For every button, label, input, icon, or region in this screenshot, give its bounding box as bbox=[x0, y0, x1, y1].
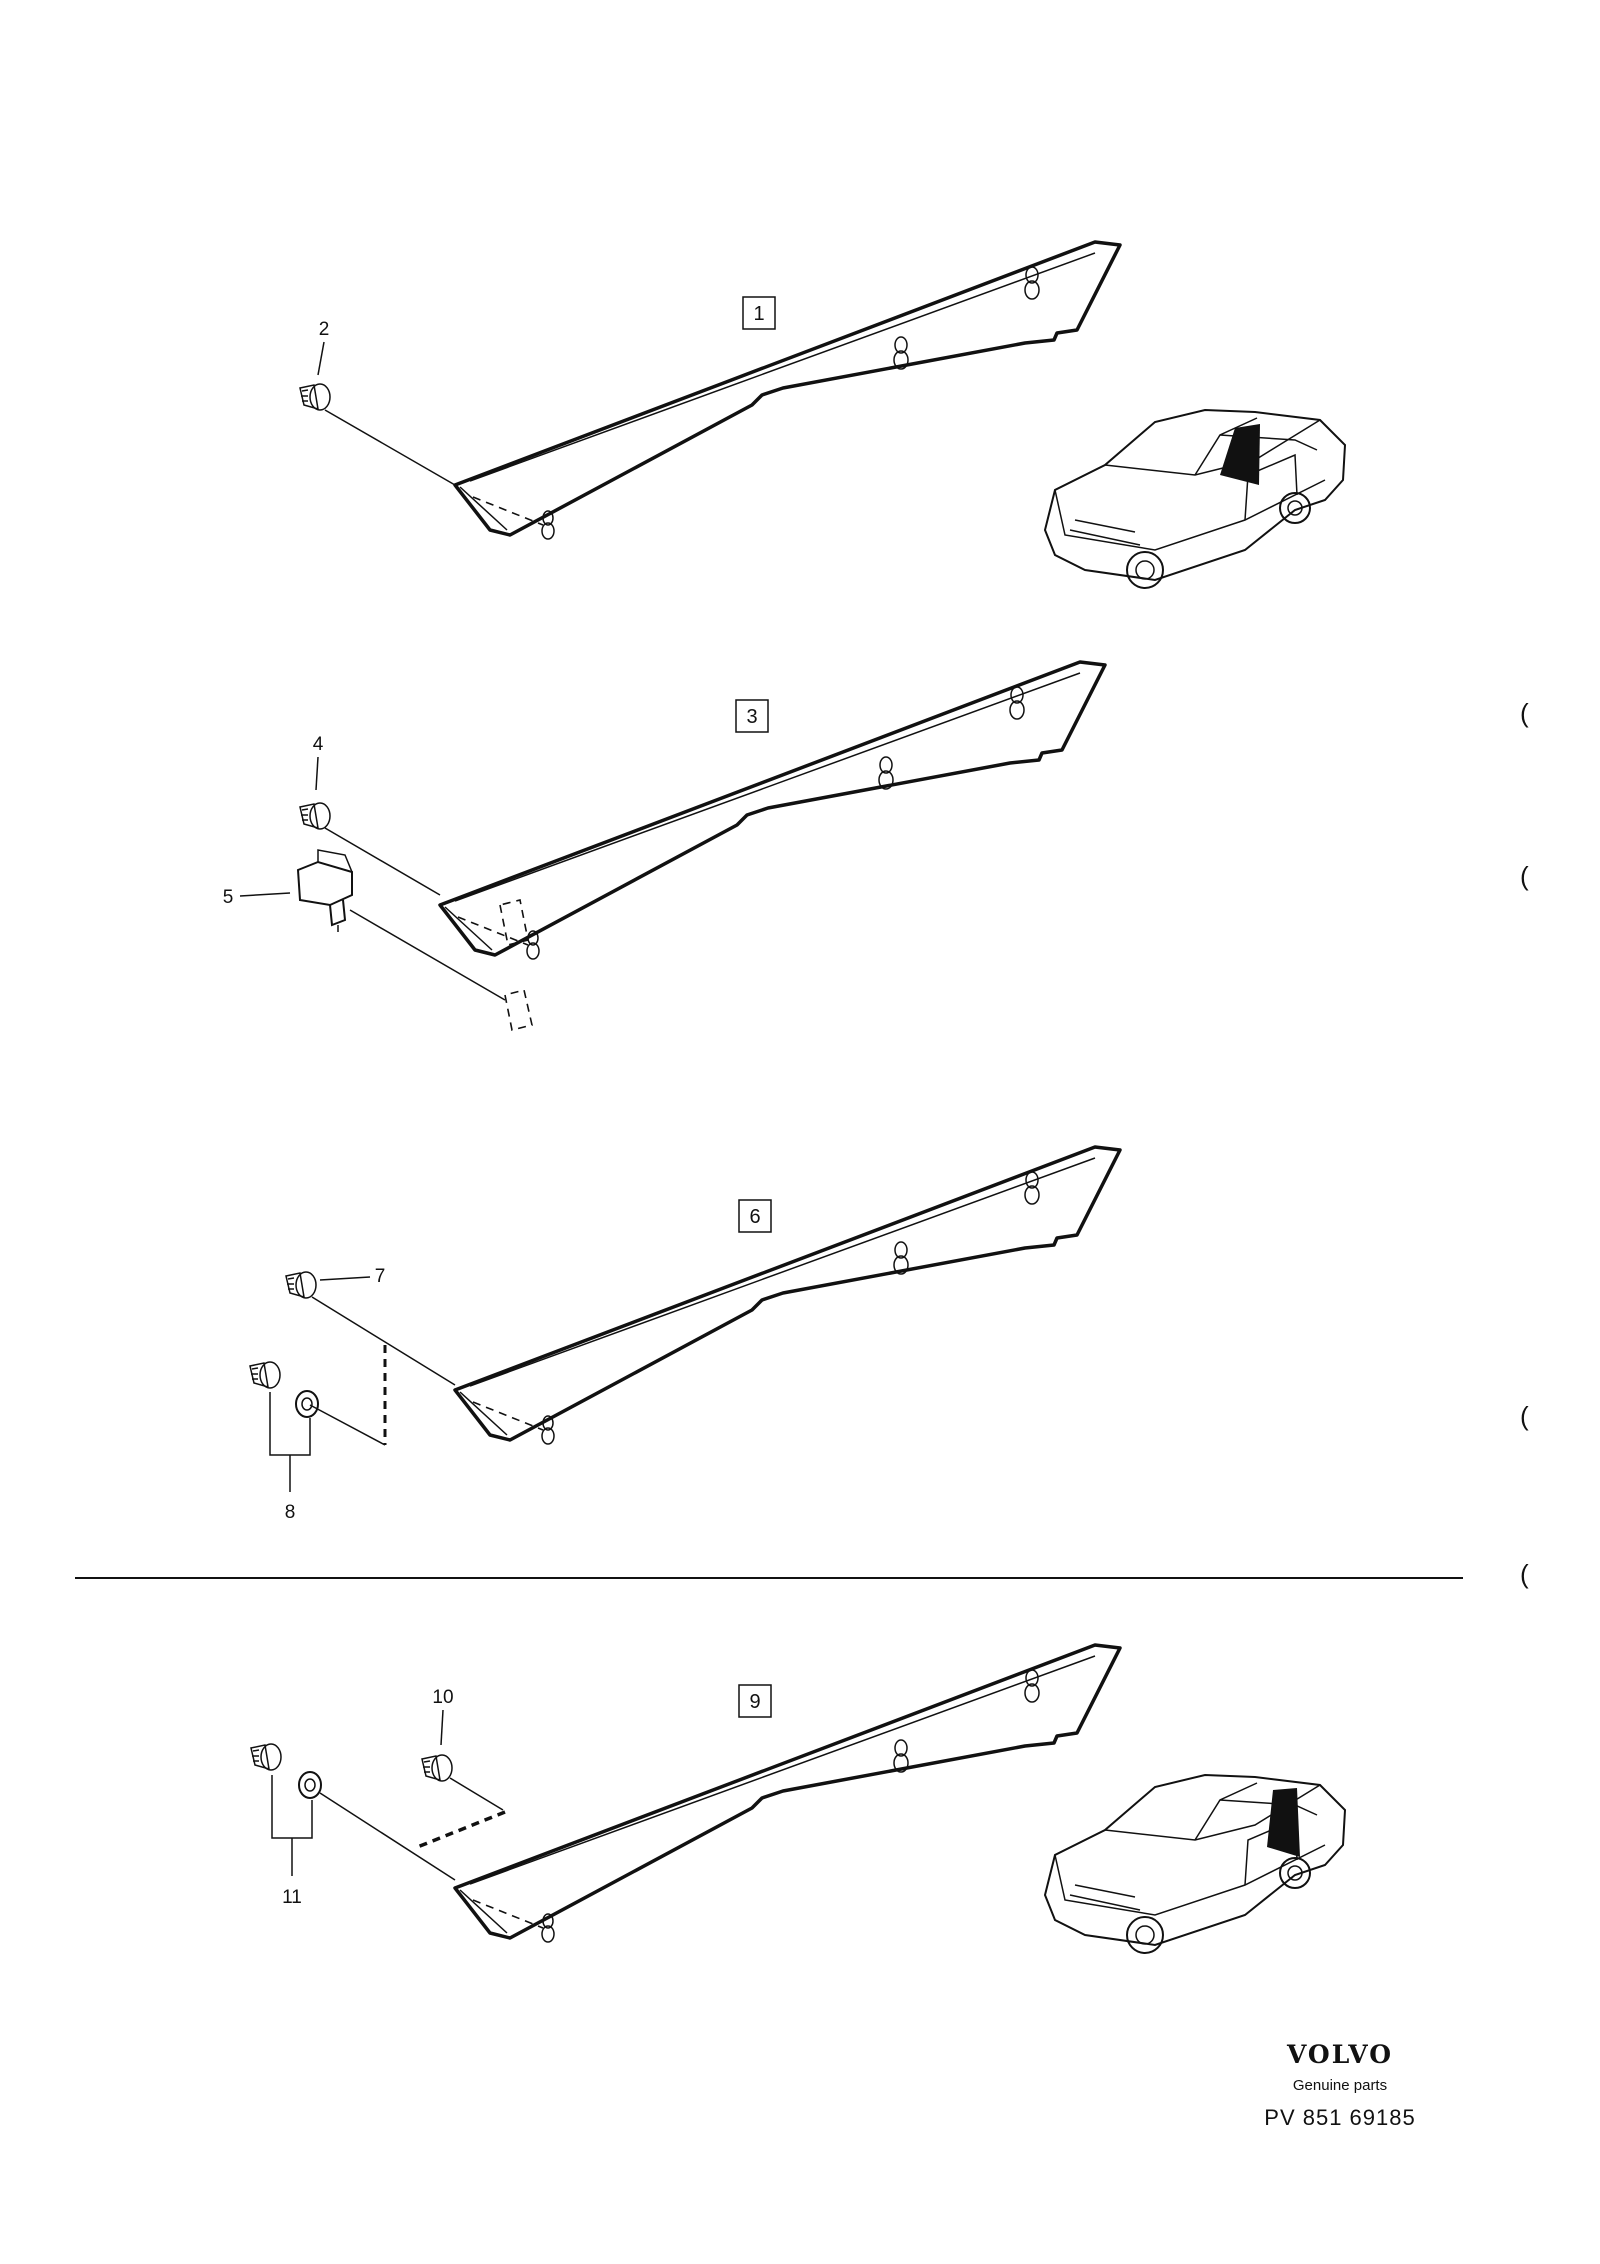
bracket-outline bbox=[499, 899, 533, 1031]
diagram-code: PV 851 69185 bbox=[1264, 2105, 1415, 2130]
group-part-1: 1 2 bbox=[299, 240, 1346, 589]
leader-line bbox=[449, 1777, 504, 1811]
push-clip-icon bbox=[299, 802, 331, 830]
screw-icon bbox=[249, 1361, 281, 1389]
car-rear-door-icon bbox=[1044, 1774, 1346, 1954]
bracket-8 bbox=[269, 1392, 311, 1456]
callout-8: 8 bbox=[285, 1502, 296, 1523]
group-part-9: 9 10 11 bbox=[250, 1643, 1346, 1954]
callout-10: 10 bbox=[432, 1687, 453, 1708]
part-box-3 bbox=[735, 699, 769, 733]
part-number-1: 1 bbox=[753, 303, 764, 325]
door-trim-panel-1 bbox=[453, 240, 1122, 541]
push-clip-icon bbox=[299, 383, 331, 411]
leader-10 bbox=[440, 1709, 444, 1746]
part-box-9 bbox=[738, 1684, 772, 1718]
leader-5 bbox=[239, 892, 291, 897]
leader-line bbox=[319, 1792, 456, 1881]
leader-line bbox=[311, 1296, 456, 1386]
margin-mark: ( bbox=[1520, 861, 1529, 891]
part-box-6 bbox=[738, 1199, 772, 1233]
callout-7: 7 bbox=[375, 1266, 386, 1287]
door-trim-panel-6 bbox=[453, 1145, 1122, 1446]
part-box-1 bbox=[742, 296, 776, 330]
leader-7 bbox=[319, 1276, 371, 1281]
callout-4: 4 bbox=[313, 734, 324, 755]
door-trim-panel-9 bbox=[453, 1643, 1122, 1944]
push-clip-icon bbox=[285, 1271, 317, 1299]
part-number-3: 3 bbox=[746, 706, 757, 728]
callout-11: 11 bbox=[282, 1887, 302, 1908]
leader-2 bbox=[317, 341, 325, 376]
car-front-door-icon bbox=[1044, 409, 1346, 589]
leader-line bbox=[309, 1404, 386, 1446]
margin-marks: ( ( ( ( bbox=[1520, 698, 1529, 1589]
leader-4 bbox=[315, 756, 319, 791]
leader-line bbox=[324, 827, 441, 896]
screw-icon bbox=[250, 1743, 282, 1771]
group-part-3: 3 4 5 bbox=[223, 660, 1107, 1031]
margin-mark: ( bbox=[1520, 1401, 1529, 1431]
footer: VOLVO Genuine parts PV 851 69185 bbox=[1264, 2040, 1415, 2130]
group-part-6: 6 7 8 bbox=[249, 1145, 1122, 1523]
margin-mark: ( bbox=[1520, 1559, 1529, 1589]
part-number-9: 9 bbox=[749, 1691, 760, 1713]
retainer-clip-icon bbox=[296, 849, 353, 932]
nut-icon bbox=[298, 1771, 322, 1799]
leader-line bbox=[324, 409, 456, 486]
push-clip-icon bbox=[421, 1754, 453, 1782]
brand-subtitle: Genuine parts bbox=[1293, 2077, 1387, 2094]
callout-5: 5 bbox=[223, 887, 234, 908]
brand-logo: VOLVO bbox=[1286, 2040, 1393, 2069]
margin-mark: ( bbox=[1520, 698, 1529, 728]
leader-line bbox=[349, 909, 506, 1001]
callout-2: 2 bbox=[319, 319, 330, 340]
nut-icon bbox=[295, 1390, 319, 1418]
part-number-6: 6 bbox=[749, 1206, 760, 1228]
bracket-11 bbox=[271, 1775, 313, 1839]
door-trim-panel-3 bbox=[438, 660, 1107, 961]
dashed-guide bbox=[414, 1810, 506, 1850]
